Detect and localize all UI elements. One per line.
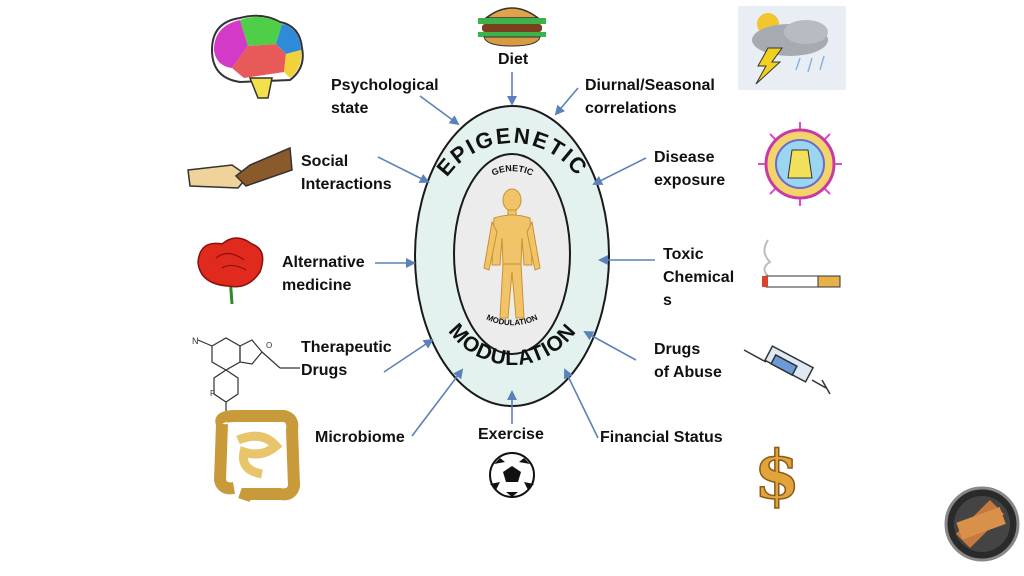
molecule-o-label: O xyxy=(266,341,272,350)
arrow-drugs-abuse xyxy=(583,331,637,361)
arrows xyxy=(375,72,655,439)
arrow-financial xyxy=(563,368,599,439)
dollar-icon: $ xyxy=(753,435,800,515)
cigarette-icon xyxy=(762,239,841,288)
arrow-microbiome xyxy=(411,368,464,437)
intestine-icon xyxy=(213,410,301,502)
svg-text:$: $ xyxy=(754,436,800,514)
factor-therapeutic-drugs: Therapeutic Drugs xyxy=(301,339,392,379)
arrow-diurnal xyxy=(554,87,579,116)
brain-icon xyxy=(210,14,304,99)
factor-diurnal-seasonal: Diurnal/Seasonal correlations xyxy=(585,77,715,117)
factor-psychological-state: Psychological state xyxy=(331,77,439,117)
arrow-therapeutic xyxy=(383,338,434,373)
arrow-social xyxy=(377,156,430,183)
human-figure-icon xyxy=(483,188,541,319)
arrow-disease xyxy=(592,157,647,185)
molecule-f-label: F xyxy=(210,389,215,398)
factor-toxic-chemicals: Toxic Chemical s xyxy=(663,246,735,309)
burger-icon xyxy=(478,7,546,47)
factor-disease-exposure: Disease exposure xyxy=(654,149,726,189)
factor-social-interactions: Social Interactions xyxy=(301,153,392,193)
factor-diet: Diet xyxy=(498,51,529,68)
virus-icon xyxy=(758,122,842,206)
rose-icon xyxy=(197,237,264,305)
factor-drugs-of-abuse: Drugs of Abuse xyxy=(654,341,722,381)
molecule-icon xyxy=(197,337,300,414)
weather-icon xyxy=(738,6,846,90)
svg-text:GENETIC: GENETIC xyxy=(490,163,536,178)
handshake-icon xyxy=(187,146,293,189)
factor-microbiome: Microbiome xyxy=(315,429,405,446)
logo-badge xyxy=(944,486,1020,562)
factor-financial-status: Financial Status xyxy=(600,429,723,446)
syringe-icon xyxy=(743,345,831,395)
factor-exercise: Exercise xyxy=(478,426,544,443)
molecule-nc-label: N xyxy=(192,336,199,346)
soccer-ball-icon xyxy=(489,452,535,498)
arrow-psychological xyxy=(419,95,460,126)
genetic-label: GENETIC xyxy=(490,163,536,178)
factor-alternative-medicine: Alternative medicine xyxy=(282,254,365,294)
